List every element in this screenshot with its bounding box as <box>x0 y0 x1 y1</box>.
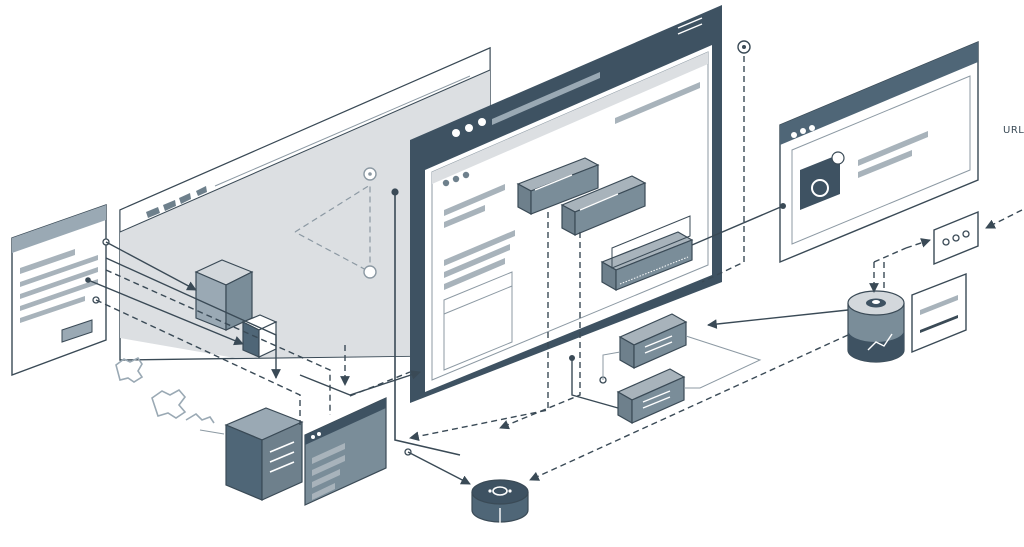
service-box-lower <box>616 368 686 425</box>
connector-lines <box>85 40 1023 485</box>
url-label: URL <box>1003 125 1024 136</box>
hub-disc <box>471 479 529 524</box>
service-box-upper <box>618 313 688 370</box>
tablet-widget <box>911 272 967 354</box>
right-browser-window <box>779 40 979 264</box>
large-cube <box>194 259 254 331</box>
left-document-page <box>11 204 107 377</box>
rack-outline <box>611 215 691 269</box>
sketch-cog-icons <box>115 356 215 424</box>
server-rack-block <box>600 231 694 292</box>
camera-lens-icon <box>800 151 845 210</box>
dots-widget <box>933 210 979 266</box>
browser-toolbar-icons <box>146 186 207 218</box>
module-block-1 <box>516 157 600 216</box>
server-tower <box>224 407 304 501</box>
small-cube <box>241 314 278 358</box>
dashed-route-triangle <box>294 167 377 279</box>
module-block-2 <box>560 175 647 237</box>
database-cylinder <box>847 290 905 363</box>
mini-browser-window <box>304 397 387 506</box>
main-browser-dots <box>452 118 486 137</box>
